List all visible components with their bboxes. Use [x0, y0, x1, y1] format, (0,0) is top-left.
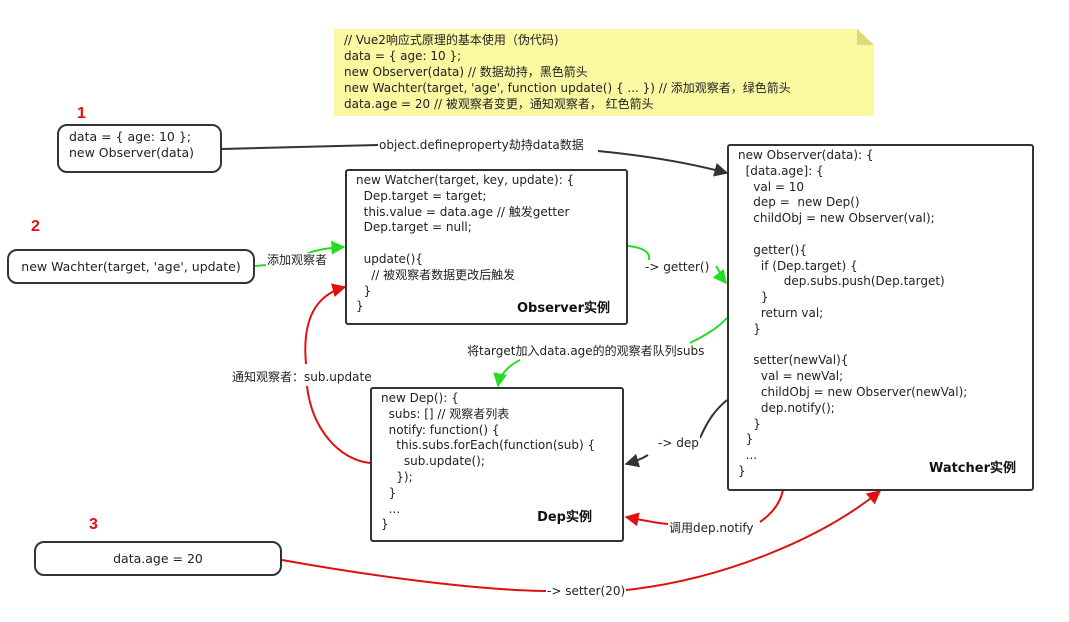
step-1-line: data = { age: 10 };: [69, 129, 192, 144]
arrow-call-notify: [626, 489, 784, 524]
legend-note: // Vue2响应式原理的基本使用（伪代码) data = { age: 10 }…: [334, 29, 874, 116]
label-to-dep: -> dep: [657, 436, 700, 450]
arrow-to-setter: [281, 491, 880, 592]
note-line: data.age = 20 // 被观察者变更，通知观察者， 红色箭头: [344, 97, 654, 111]
arrow-add-to-subs: [498, 317, 728, 386]
dep-box-title: Dep实例: [537, 510, 592, 526]
step-number-2: 2: [31, 218, 40, 235]
note-line: new Wachter(target, 'age', function upda…: [344, 81, 791, 95]
step-number-3: 3: [89, 516, 98, 533]
arrow-define-property: [221, 144, 727, 173]
watcher-code-box: new Watcher(target, key, update): { Dep.…: [345, 169, 628, 325]
observer-box-title: Watcher实例: [928, 461, 1016, 477]
label-to-getter: -> getter(): [644, 260, 711, 274]
label-call-notify: 调用dep.notify: [668, 521, 755, 535]
step-2-text: new Wachter(target, 'age', update): [21, 259, 241, 274]
note-line: new Observer(data) // 数据劫持，黑色箭头: [344, 65, 588, 79]
label-add-to-subs: 将target加入data.age的的观察者队列subs: [466, 344, 706, 358]
label-notify-update: 通知观察者：sub.update: [231, 370, 373, 384]
dep-code-box: new Dep(): { subs: [] // 观察者列表 notify: f…: [370, 387, 624, 542]
watcher-box-title: Observer实例: [516, 301, 610, 317]
arrow-notify-update: [304, 287, 371, 464]
step-1-node: data = { age: 10 }; new Observer(data): [57, 124, 222, 173]
label-define-property: object.defineproperty劫持data数据: [378, 138, 585, 152]
note-line: data = { age: 10 };: [344, 49, 462, 63]
step-1-line: new Observer(data): [69, 145, 195, 160]
label-to-setter: -> setter(20): [546, 584, 627, 598]
watcher-code: new Watcher(target, key, update): { Dep.…: [356, 173, 575, 314]
note-fold-corner: [857, 29, 874, 45]
note-line: // Vue2响应式原理的基本使用（伪代码): [344, 33, 559, 47]
step-3-node: data.age = 20: [34, 541, 282, 576]
step-3-text: data.age = 20: [113, 551, 203, 566]
step-number-1: 1: [77, 105, 86, 122]
arrow-to-dep: [626, 399, 728, 464]
step-2-node: new Wachter(target, 'age', update): [7, 249, 255, 284]
label-add-watcher: 添加观察者: [266, 253, 329, 267]
observer-code-box: new Observer(data): { [data.age]: { val …: [727, 144, 1034, 491]
observer-code: new Observer(data): { [data.age]: { val …: [738, 148, 968, 478]
dep-code: new Dep(): { subs: [] // 观察者列表 notify: f…: [381, 391, 596, 532]
